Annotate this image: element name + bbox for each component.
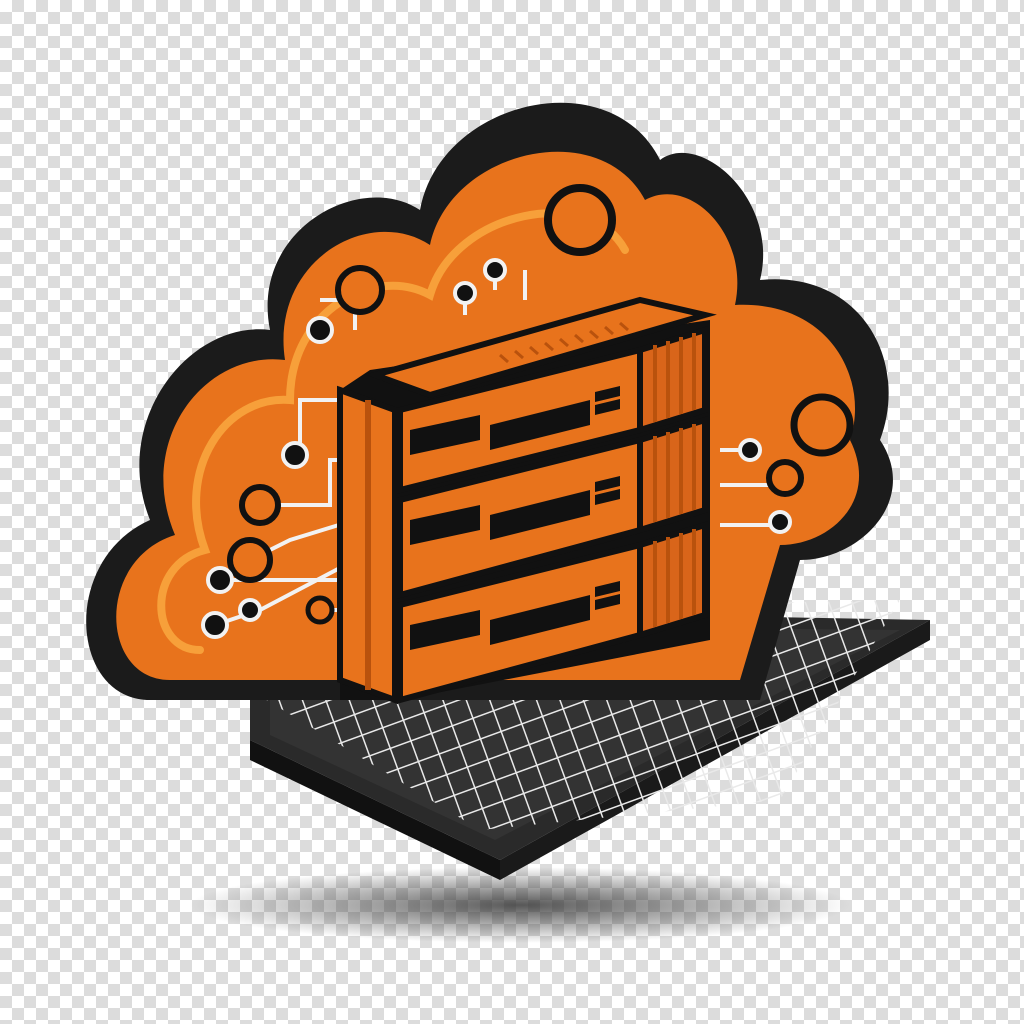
server-unit-1 xyxy=(397,325,708,494)
circuit-nodes-right xyxy=(720,393,854,534)
floor-shadow xyxy=(190,867,850,943)
server-rack xyxy=(337,296,717,705)
server-unit-3 xyxy=(397,520,708,704)
server-unit-2 xyxy=(397,415,708,599)
circuit-traces-top xyxy=(453,184,616,315)
circuit-nodes-left xyxy=(201,265,385,639)
